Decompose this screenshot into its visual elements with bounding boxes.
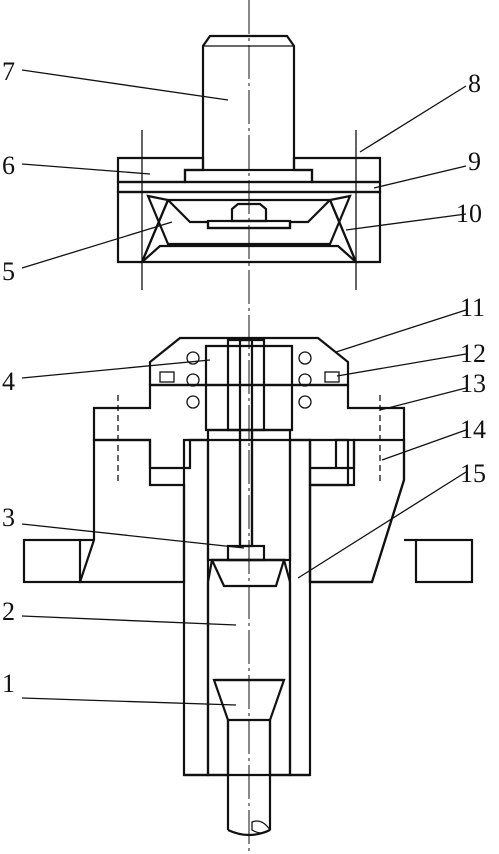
callout-14: 14 [460, 415, 486, 444]
ejector-rod-part-1 [226, 720, 272, 830]
callout-5: 5 [2, 257, 15, 286]
punch-part-7 [201, 34, 296, 170]
callout-8: 8 [468, 69, 481, 98]
callout-13: 13 [460, 369, 486, 398]
callout-6: 6 [2, 151, 15, 180]
callout-12: 12 [460, 339, 486, 368]
callout-7: 7 [2, 57, 15, 86]
callout-labels: 1 2 3 4 5 6 7 8 9 10 11 12 13 14 15 [2, 57, 486, 698]
die-sleeve-part-2 [182, 438, 210, 777]
callout-11: 11 [460, 293, 485, 322]
callout-4: 4 [2, 367, 15, 396]
lower-die [22, 336, 474, 837]
callout-1: 1 [2, 669, 15, 698]
spring-stack [186, 351, 312, 409]
callout-2: 2 [2, 597, 15, 626]
callout-10: 10 [456, 199, 482, 228]
callout-9: 9 [468, 147, 481, 176]
callout-15: 15 [460, 459, 486, 488]
leader-lines [21, 69, 467, 706]
punch-sleeve-part-4 [148, 336, 350, 387]
callout-3: 3 [2, 503, 15, 532]
